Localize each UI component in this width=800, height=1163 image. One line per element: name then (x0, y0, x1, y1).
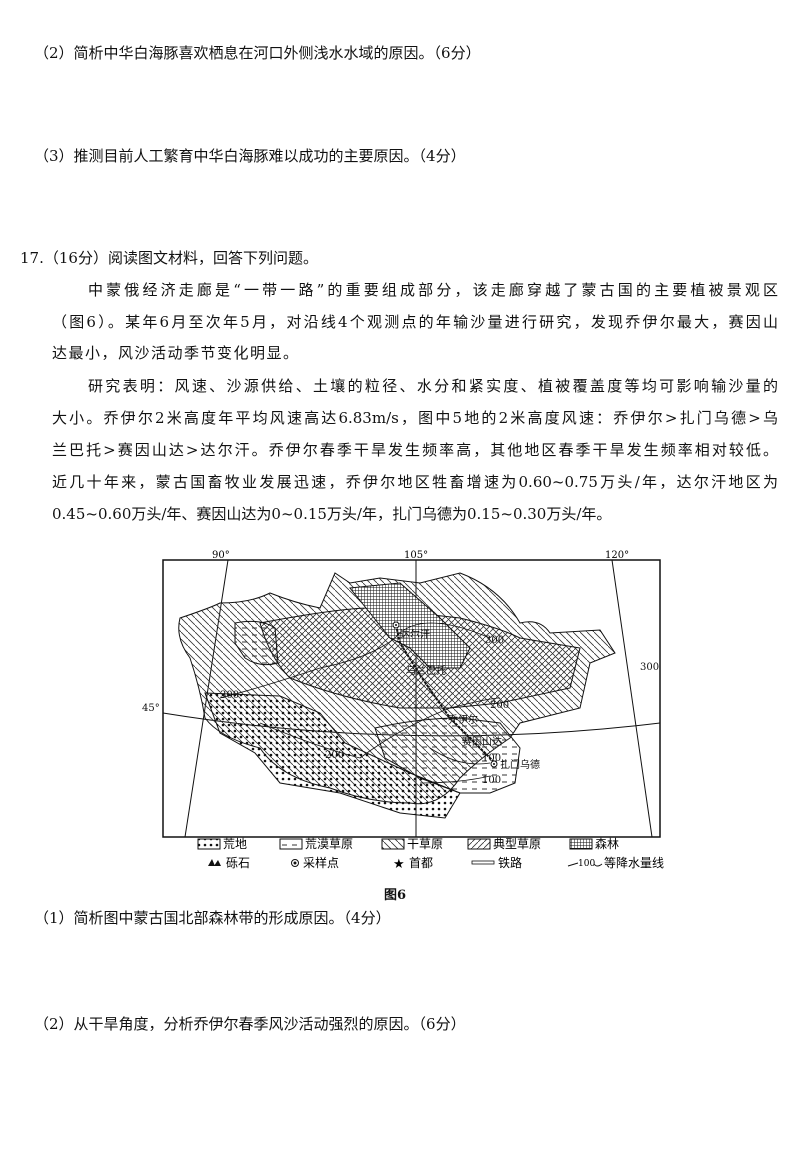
legend-isohyet: 等降水量线 (604, 856, 664, 870)
sub-question-1: （1）简析图中蒙古国北部森林带的形成原因。（4分） (34, 909, 391, 927)
railway-icon (471, 860, 495, 865)
paragraph-line: 大小。乔伊尔2米高度年平均风速高达6.83m/s，图中5地的2米高度风速：乔伊尔… (52, 409, 778, 427)
paragraph-line: 中蒙俄经济走廊是“一带一路”的重要组成部分，该走廊穿越了蒙古国的主要植被景观区 (88, 281, 778, 299)
isohyet-label: 100 (482, 753, 501, 764)
question-3: （3）推测目前人工繁育中华白海豚难以成功的主要原因。（4分） (34, 147, 466, 165)
sub-question-2: （2）从干旱角度，分析乔伊尔春季风沙活动强烈的原因。（6分） (34, 1015, 466, 1033)
legend-dry-steppe: 干草原 (407, 837, 443, 851)
question-2: （2）简析中华白海豚喜欢栖息在河口外侧浅水水域的原因。（6分） (34, 44, 481, 62)
legend-desert-steppe: 荒漠草原 (305, 837, 353, 851)
paragraph-line: 兰巴托>赛因山达>达尔汗。乔伊尔春季干旱发生频率高，其他地区春季干旱发生频率相对… (52, 441, 778, 459)
legend-forest: 森林 (595, 836, 619, 851)
isohyet-label: 300 (485, 635, 504, 646)
isohyet-label: 100 (482, 775, 501, 786)
longitude-120: 120° (605, 550, 629, 561)
legend-railway: 铁路 (498, 855, 522, 870)
isohyet-label: 200 (490, 700, 509, 711)
isohyet-label: 300 (220, 690, 239, 701)
isohyet-label: 300 (640, 662, 659, 673)
longitude-90: 90° (212, 550, 230, 561)
paragraph-line: 达最小，风沙活动季节变化明显。 (52, 344, 300, 362)
place-ulaanbaatar: 乌兰巴托 (406, 664, 446, 677)
paragraph-line: 近几十年来，蒙古国畜牧业发展迅速，乔伊尔地区牲畜增速为0.60~0.75万头/年… (52, 473, 778, 491)
place-darkhan: 达尔汗 (400, 628, 430, 641)
legend-isohyet-value: 100 (578, 859, 595, 869)
legend-wasteland: 荒地 (223, 837, 247, 851)
legend-gravel: 砾石 (226, 856, 250, 870)
paragraph-line: 研究表明：风速、沙源供给、土壤的粒径、水分和紧实度、植被覆盖度等均可影响输沙量的 (88, 377, 778, 395)
latitude-45: 45° (142, 703, 160, 714)
q17-heading: 17.（16分）阅读图文材料，回答下列问题。 (20, 249, 318, 267)
figure-6-map: 45° 90° 105° 120° 达尔汗 乌兰巴托 乔伊尔 赛因山达 扎门乌德… (142, 550, 664, 872)
legend-sample-point: 采样点 (303, 855, 339, 870)
place-choir: 乔伊尔 (448, 713, 478, 726)
legend-capital: 首都 (409, 856, 433, 870)
gravel-icon (208, 859, 221, 866)
star-icon: ★ (393, 857, 405, 872)
place-zamiin-uud: 扎门乌德 (500, 758, 540, 771)
paragraph-line: 0.45~0.60万头/年、赛因山达为0~0.15万头/年，扎门乌德为0.15~… (52, 505, 612, 523)
legend-typical-steppe: 典型草原 (493, 837, 541, 851)
isohyet-label: 200 (325, 750, 344, 761)
place-sainshand: 赛因山达 (462, 735, 502, 748)
sample-point-icon (293, 861, 297, 865)
paragraph-line: （图6）。某年6月至次年5月，对沿线4个观测点的年输沙量进行研究，发现乔伊尔最大… (52, 313, 778, 331)
figure-caption: 图6 (384, 888, 407, 903)
longitude-105: 105° (404, 550, 428, 561)
